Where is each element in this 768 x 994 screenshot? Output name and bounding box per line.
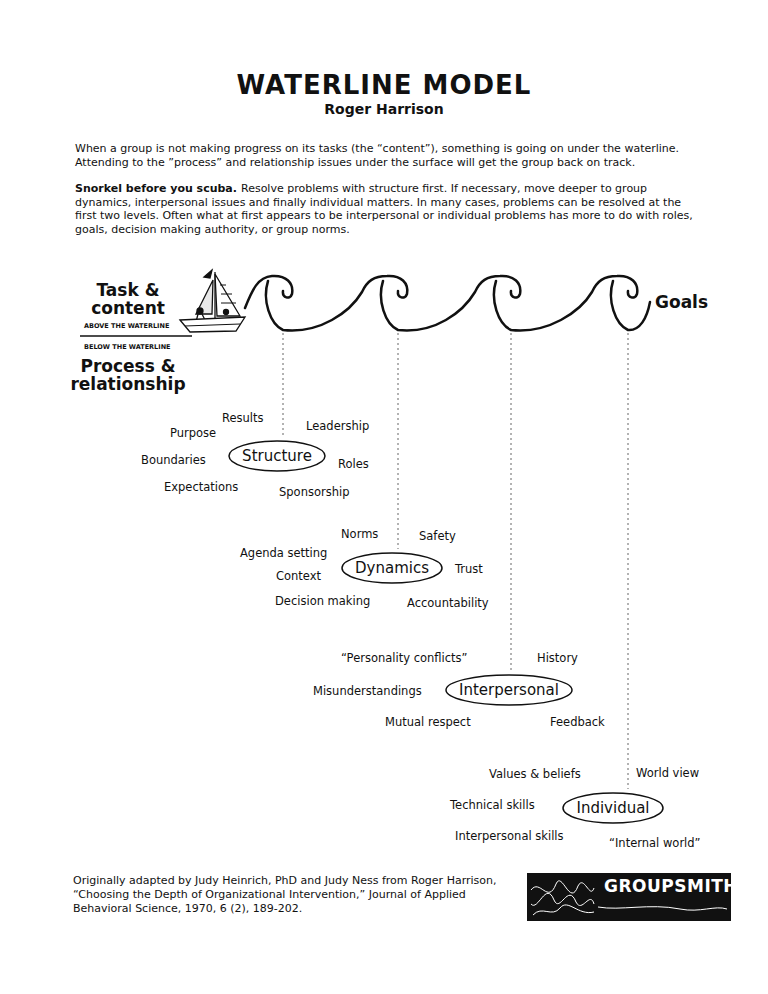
zone-note: ABOVE THE WATERLINE [84, 322, 169, 330]
goals-label: Goals [655, 293, 708, 311]
factor-label: Values & beliefs [489, 767, 581, 781]
level-oval: Individual [562, 792, 664, 824]
level-oval: Dynamics [341, 552, 443, 584]
factor-label: Trust [455, 562, 483, 576]
factor-label: Roles [338, 457, 369, 471]
factor-label: Accountability [407, 596, 489, 610]
depth-lines [283, 333, 628, 789]
factor-label: Safety [419, 529, 456, 543]
factor-label: Sponsorship [279, 485, 349, 499]
factor-label: “Internal world” [609, 836, 701, 850]
level-name: Dynamics [355, 559, 429, 578]
factor-label: Results [222, 411, 264, 425]
advice-lead: Snorkel before you scuba. [75, 182, 237, 195]
factor-label: Leadership [306, 419, 369, 433]
factor-label: Purpose [170, 426, 216, 440]
level-oval: Structure [228, 440, 326, 472]
intro-text: When a group is not making progress on i… [75, 142, 703, 169]
logo-text: GROUPSMITH [604, 876, 738, 896]
factor-label: Decision making [275, 594, 370, 608]
oval-shape [342, 553, 442, 583]
level-name: Interpersonal [459, 681, 559, 700]
factor-label: Boundaries [141, 453, 206, 467]
oval-shape [446, 675, 572, 705]
title: WATERLINE MODEL [0, 70, 768, 100]
zone-heading: Task & content [80, 281, 176, 317]
waterline [80, 335, 192, 337]
factor-label: Norms [341, 527, 378, 541]
factor-label: Agenda setting [240, 546, 327, 560]
level-name: Structure [242, 447, 312, 466]
factor-label: World view [636, 766, 699, 780]
factor-label: “Personality conflicts” [341, 651, 468, 665]
level-name: Individual [576, 799, 649, 818]
advice-text: Snorkel before you scuba.Resolve problem… [75, 182, 703, 236]
factor-label: History [537, 651, 578, 665]
factor-label: Technical skills [450, 798, 535, 812]
oval-shape [229, 441, 325, 471]
waves [245, 276, 650, 331]
sailboat [180, 270, 245, 332]
factor-label: Mutual respect [385, 715, 471, 729]
factor-label: Misunderstandings [313, 684, 422, 698]
zone-note: BELOW THE WATERLINE [84, 343, 171, 351]
zone-heading: Process & relationship [64, 357, 192, 393]
factor-label: Interpersonal skills [455, 829, 564, 843]
caption: Originally adapted by Judy Heinrich, PhD… [73, 874, 513, 916]
factor-label: Expectations [164, 480, 238, 494]
factor-label: Feedback [550, 715, 605, 729]
subtitle: Roger Harrison [0, 101, 768, 118]
oval-shape [563, 793, 663, 823]
factor-label: Context [276, 569, 321, 583]
level-oval: Interpersonal [445, 674, 573, 706]
